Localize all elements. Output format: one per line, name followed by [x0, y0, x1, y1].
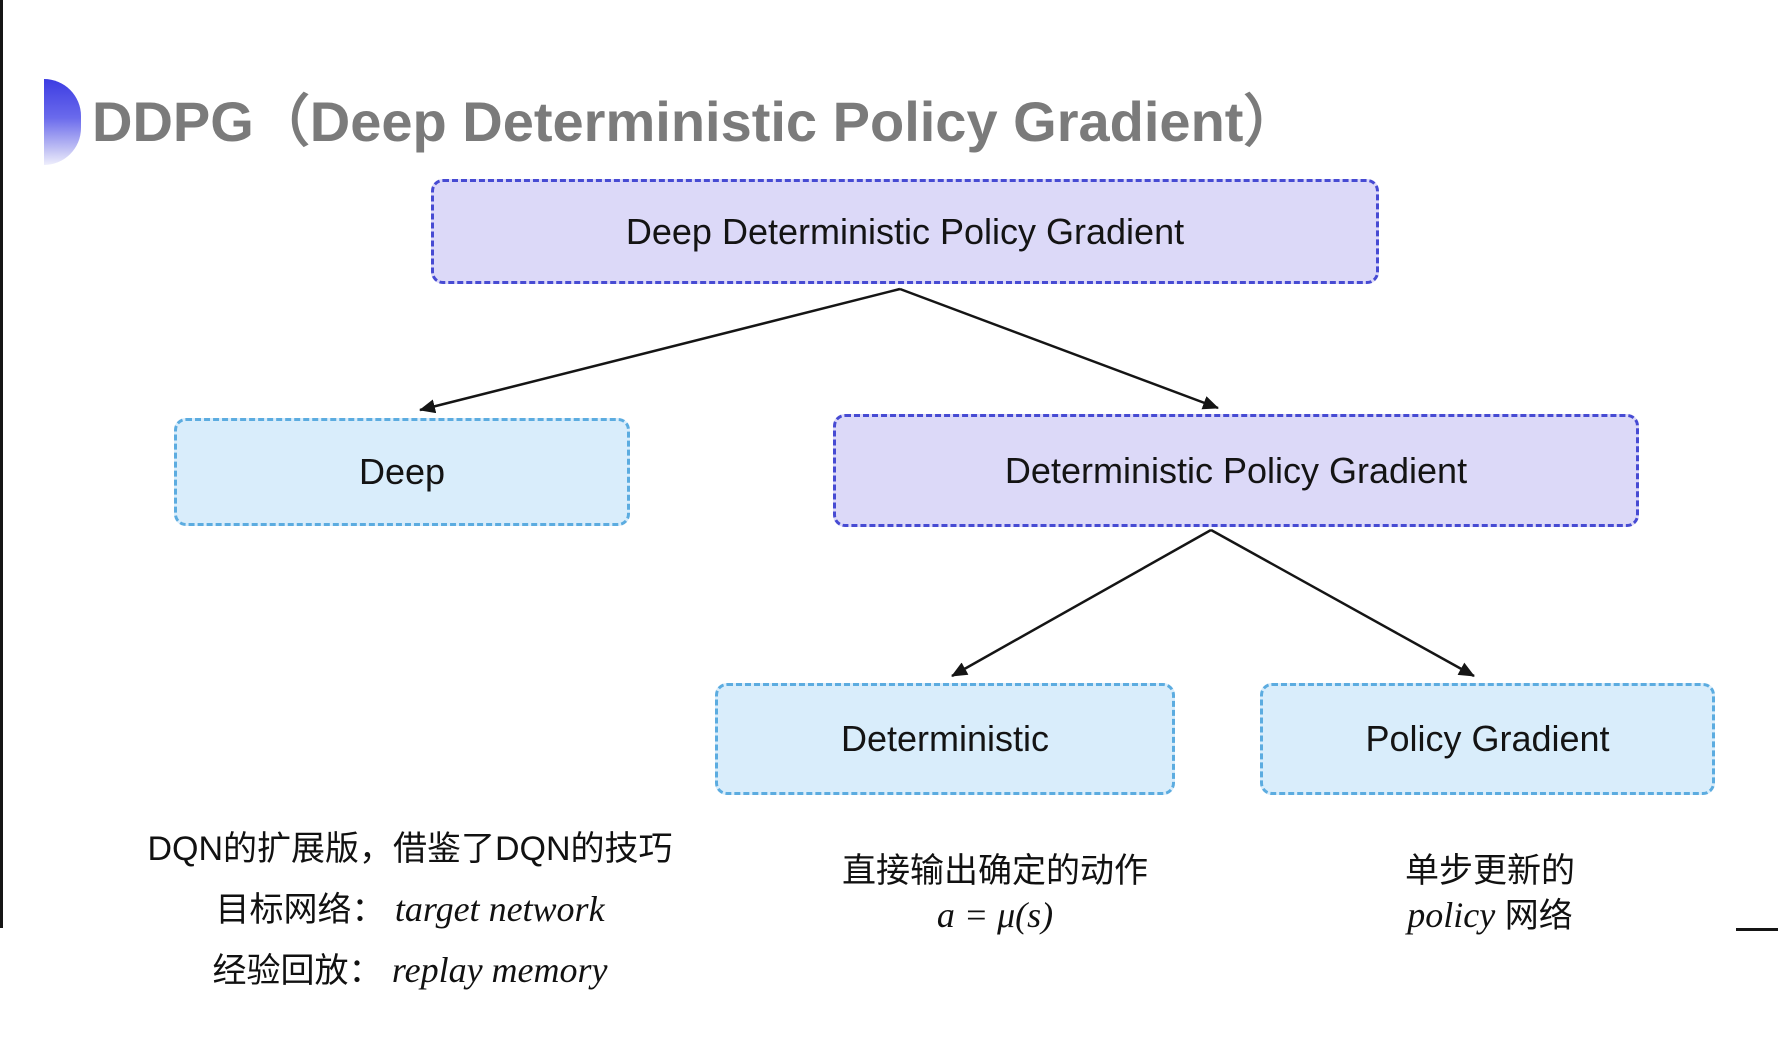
- right-edge-tick: [1736, 928, 1778, 931]
- note-deep-dqn: DQN的扩展版，借鉴了DQN的技巧 目标网络： target network 经…: [110, 828, 710, 992]
- left-border-line: [0, 0, 3, 928]
- note-deep-line2-label: 目标网络：: [215, 891, 386, 929]
- note-deep-line3-term: replay memory: [391, 950, 608, 990]
- tree-node-deep-label: Deep: [358, 451, 446, 492]
- note-policy-gradient: 单步更新的 policy 网络: [1290, 850, 1690, 937]
- arrow-root-to-deep: [419, 287, 901, 414]
- tree-node-root-label: Deep Deterministic Policy Gradient: [625, 210, 1185, 252]
- note-deterministic-formula: a = μ(s): [936, 895, 1054, 935]
- arrow-dpg-to-deterministic: [951, 528, 1212, 678]
- note-policy-gradient-line2: policy 网络: [1407, 894, 1572, 937]
- note-deep-line3-label: 经验回放：: [212, 952, 383, 990]
- note-policy-gradient-line1: 单步更新的: [1405, 852, 1575, 890]
- note-deep-line3: 经验回放： replay memory: [212, 949, 607, 992]
- arrow-root-to-dpg: [899, 287, 1219, 410]
- page-title: DDPG（Deep Deterministic Policy Gradient）: [92, 90, 1300, 153]
- note-deep-line2-term: target network: [394, 889, 605, 929]
- note-policy-gradient-line2-rest: 网络: [1504, 897, 1573, 935]
- tree-node-policy-gradient-label: Policy Gradient: [1365, 718, 1610, 759]
- note-deterministic-line1: 直接输出确定的动作: [842, 852, 1148, 890]
- arrow-dpg-to-policy-gradient: [1210, 528, 1475, 678]
- title-bullet-icon: [44, 79, 81, 165]
- note-deep-line1: DQN的扩展版，借鉴了DQN的技巧: [147, 830, 673, 868]
- tree-node-root: Deep Deterministic Policy Gradient: [431, 179, 1379, 284]
- tree-node-dpg-label: Deterministic Policy Gradient: [1004, 449, 1468, 491]
- tree-node-deterministic-policy-gradient: Deterministic Policy Gradient: [833, 414, 1639, 527]
- note-deep-line2: 目标网络： target network: [215, 888, 604, 931]
- tree-node-policy-gradient: Policy Gradient: [1260, 683, 1715, 795]
- tree-node-deterministic-label: Deterministic: [840, 718, 1050, 759]
- tree-node-deterministic: Deterministic: [715, 683, 1175, 795]
- note-deterministic: 直接输出确定的动作 a = μ(s): [780, 850, 1210, 936]
- tree-node-deep: Deep: [174, 418, 630, 526]
- note-policy-gradient-line2-term: policy: [1407, 895, 1496, 935]
